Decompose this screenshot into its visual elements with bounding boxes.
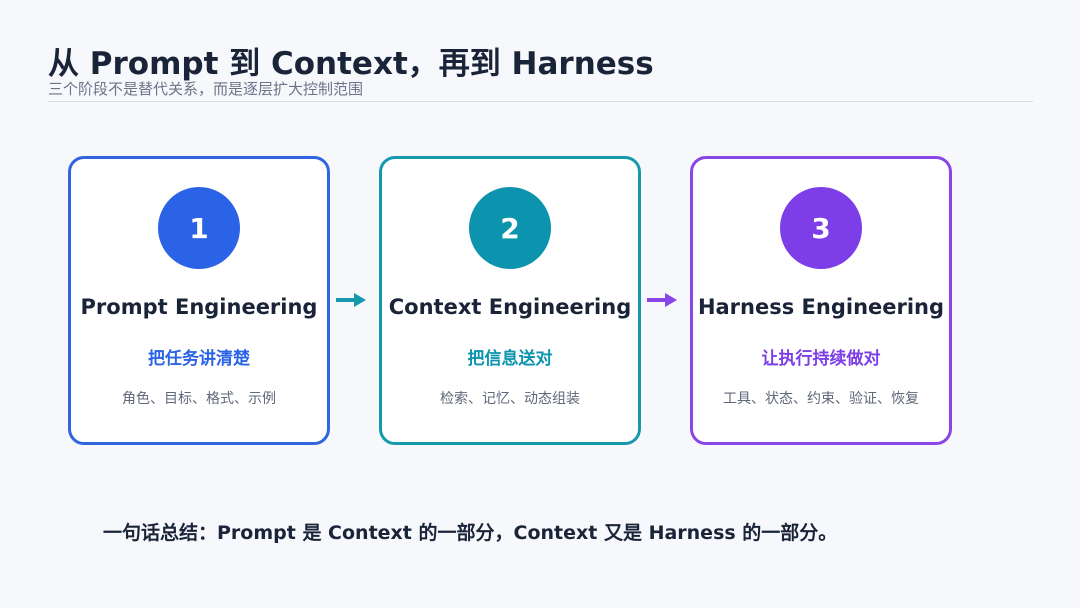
- stage-title: Context Engineering: [388, 295, 632, 319]
- stage-number-badge: 3: [780, 187, 862, 269]
- stage-tagline: 把信息送对: [467, 349, 553, 369]
- arrow-right-icon: [336, 293, 366, 307]
- page-title: 从 Prompt 到 Context，再到 Harness: [48, 46, 654, 82]
- summary-text: 一句话总结：Prompt 是 Context 的一部分，Context 又是 H…: [103, 522, 838, 544]
- stage-number-badge: 2: [469, 187, 551, 269]
- stage-title: Prompt Engineering: [80, 295, 318, 319]
- stage-card-context: 2 Context Engineering 把信息送对 检索、记忆、动态组装: [379, 156, 641, 445]
- stage-card-prompt: 1 Prompt Engineering 把任务讲清楚 角色、目标、格式、示例: [68, 156, 330, 445]
- header-divider: [48, 101, 1033, 102]
- stage-number-badge: 1: [158, 187, 240, 269]
- stage-tagline: 让执行持续做对: [761, 349, 881, 369]
- stage-tagline: 把任务讲清楚: [148, 349, 250, 369]
- stage-description: 角色、目标、格式、示例: [122, 391, 276, 407]
- stage-description: 工具、状态、约束、验证、恢复: [723, 391, 919, 407]
- page-subtitle: 三个阶段不是替代关系，而是逐层扩大控制范围: [48, 80, 364, 98]
- arrow-right-icon: [647, 293, 677, 307]
- stage-card-harness: 3 Harness Engineering 让执行持续做对 工具、状态、约束、验…: [690, 156, 952, 445]
- stage-title: Harness Engineering: [697, 295, 945, 319]
- stage-description: 检索、记忆、动态组装: [440, 391, 580, 407]
